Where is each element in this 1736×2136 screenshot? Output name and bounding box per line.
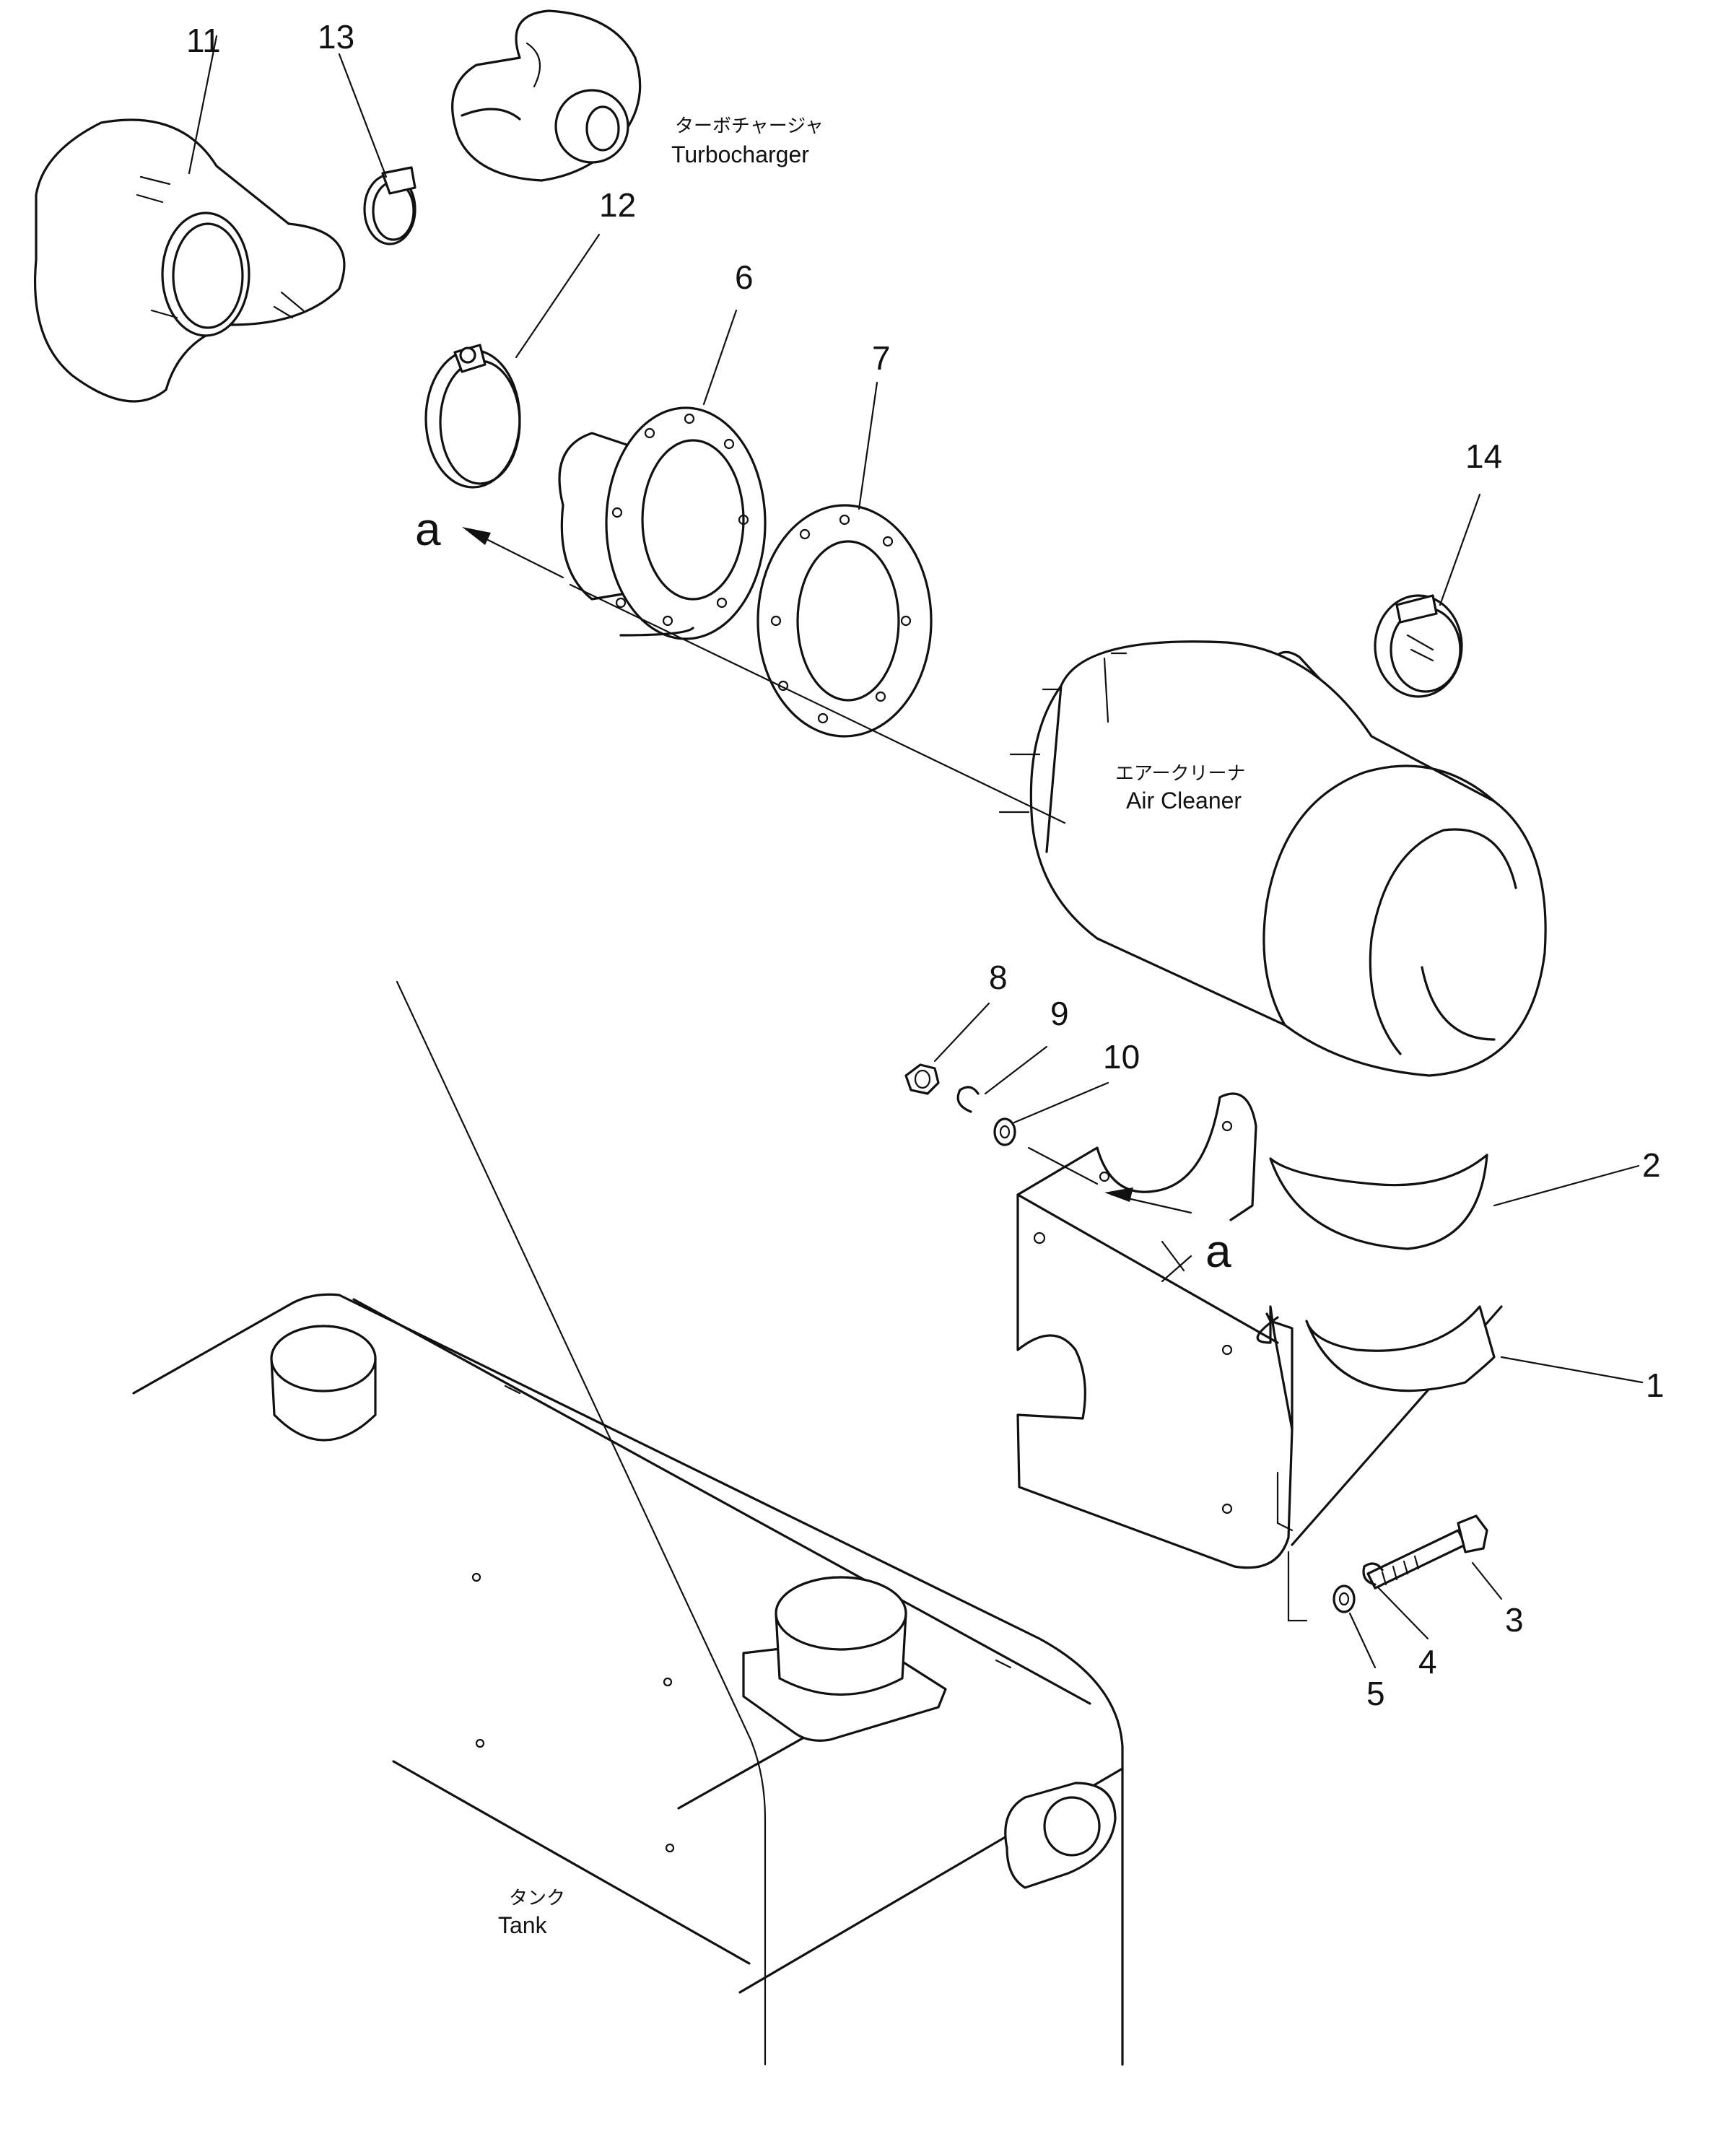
part-number-4: 4 (1418, 1643, 1437, 1681)
part-number-11: 11 (186, 22, 221, 59)
view-marker-a-lower: a (1205, 1225, 1231, 1277)
tank-label-en: Tank (498, 1912, 548, 1938)
clamp-part-12 (424, 344, 521, 489)
air-cleaner-label-en: Air Cleaner (1126, 788, 1242, 814)
part-number-7: 7 (872, 339, 891, 377)
tank (132, 980, 1124, 2066)
part-number-8: 8 (989, 959, 1008, 996)
washer-part-5 (1332, 1584, 1356, 1613)
nut-part-8 (904, 1063, 940, 1095)
hose-part-11 (33, 118, 346, 403)
bracket-part-1 (1016, 1092, 1503, 1569)
part-number-9: 9 (1050, 995, 1069, 1032)
tank-side-boss (1004, 1782, 1117, 1889)
part-number-2: 2 (1642, 1146, 1661, 1184)
turbocharger-label-en: Turbocharger (671, 141, 809, 167)
gasket-part-7 (756, 504, 933, 738)
washer-part-10 (993, 1117, 1016, 1146)
turbocharger (451, 9, 642, 182)
part-number-13: 13 (318, 18, 354, 56)
part-number-12: 12 (599, 186, 636, 224)
air-cleaner (998, 640, 1547, 1077)
clamp-part-13 (363, 166, 416, 245)
part-number-14: 14 (1465, 437, 1502, 475)
washer-part-4 (1362, 1562, 1384, 1586)
part-number-1: 1 (1646, 1366, 1665, 1404)
view-marker-a-upper: a (415, 503, 441, 555)
tank-label-jp: タンク (509, 1887, 565, 1909)
part-number-10: 10 (1103, 1038, 1140, 1076)
bolt-part-3 (1366, 1514, 1488, 1590)
part-number-6: 6 (735, 258, 754, 296)
part-number-3: 3 (1505, 1601, 1524, 1639)
tank-cap-center (742, 1576, 947, 1742)
leader-lines (188, 35, 1644, 1669)
flange-part-6 (558, 406, 767, 640)
air-cleaner-label-jp: エアークリーナ (1115, 762, 1245, 784)
tank-cap-left (270, 1325, 377, 1442)
part-numbers: 11 13 12 6 7 14 8 9 10 2 1 3 4 5 (186, 18, 1665, 1712)
turbocharger-label-jp: ターボチャージャ (675, 115, 824, 136)
part-number-5: 5 (1366, 1675, 1385, 1712)
clamp-part-14 (1374, 594, 1463, 698)
washer-part-9 (956, 1086, 980, 1113)
component-labels: ターボチャージャ Turbocharger エアークリーナ Air Cleane… (498, 115, 1245, 1938)
